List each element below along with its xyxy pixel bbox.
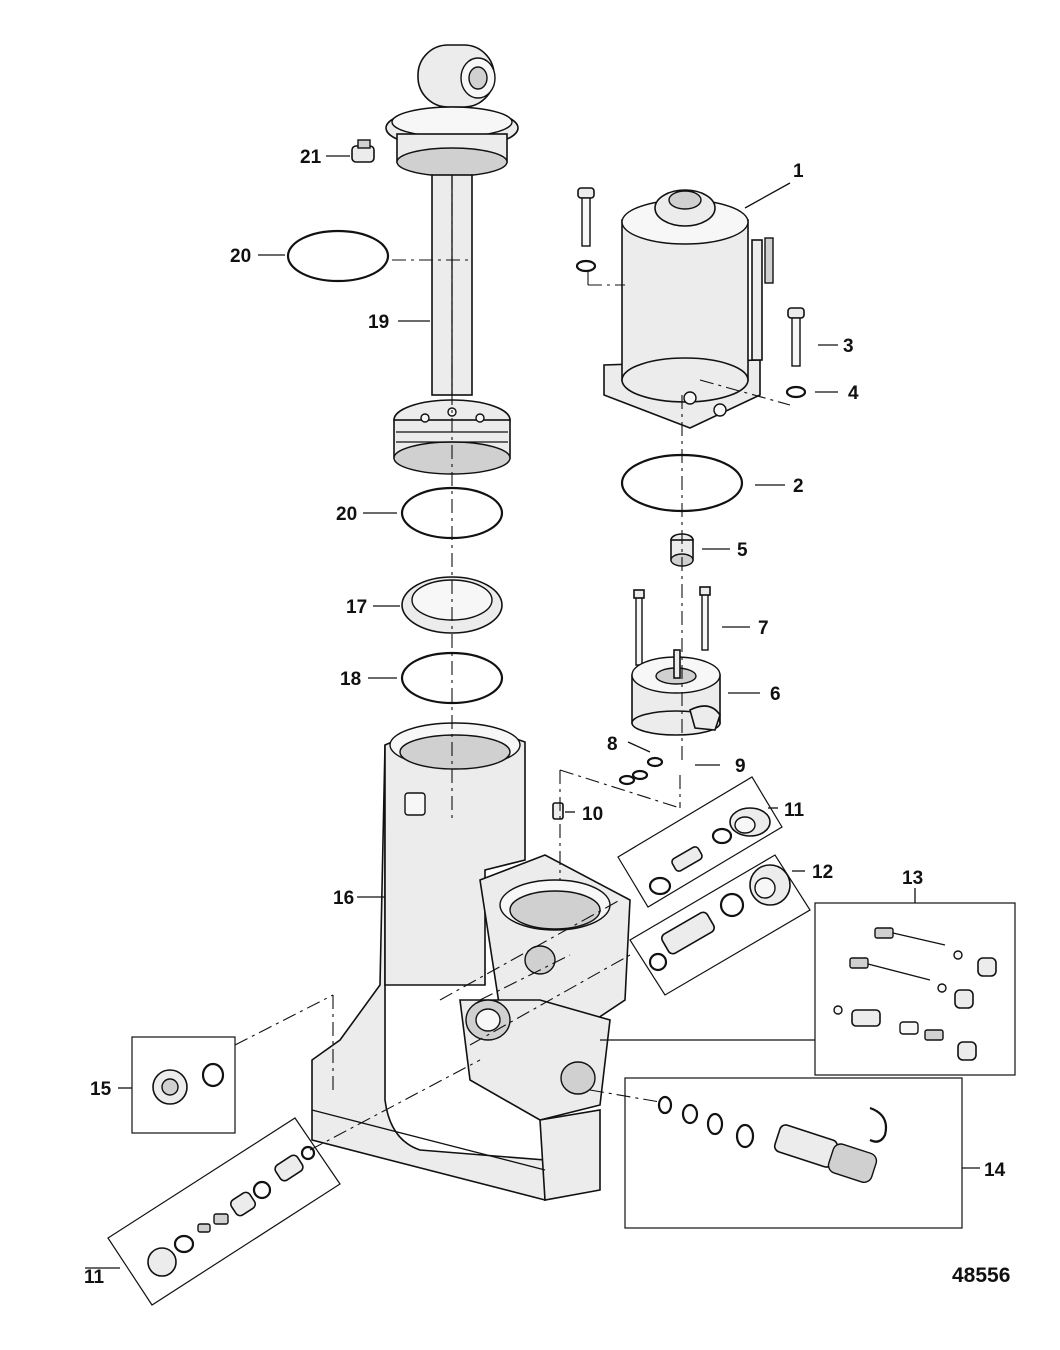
- callout-16: 16: [333, 888, 354, 909]
- assembly-15: [131, 1036, 236, 1134]
- callout-8: 8: [607, 734, 618, 755]
- callout-13: 13: [902, 868, 923, 889]
- centerlines: [234, 175, 791, 1151]
- callout-7: 7: [758, 618, 769, 639]
- trim-cylinder-rod-assembly: [385, 44, 519, 475]
- seal-part-8b: [618, 774, 636, 786]
- assembly-11-upper: [617, 776, 783, 908]
- assembly-13: [814, 902, 1016, 1076]
- figure-number: 48556: [952, 1264, 1010, 1287]
- callout-12: 12: [812, 862, 833, 883]
- washer-part-4: [785, 385, 807, 399]
- filter-part-10: [552, 802, 564, 820]
- callout-9: 9: [735, 756, 746, 777]
- trim-motor-1: [603, 189, 774, 429]
- assembly-12: [629, 854, 811, 996]
- callout-21: 21: [300, 147, 322, 168]
- screws-part-7: [633, 586, 711, 666]
- o-ring-upper-20: [286, 229, 390, 283]
- callout-10: 10: [582, 804, 603, 825]
- seal-part-9: [646, 756, 664, 768]
- assembly-11-lower: [107, 1117, 341, 1306]
- washer-left-motor: [575, 259, 597, 273]
- callout-20-upper: 20: [230, 246, 251, 267]
- plug-part-21: [351, 139, 375, 163]
- callout-19: 19: [368, 312, 389, 333]
- screw-part-3: [787, 307, 805, 367]
- seal-part-8a: [631, 769, 649, 781]
- callout-14: 14: [984, 1160, 1006, 1181]
- callout-17: 17: [346, 597, 367, 618]
- callout-1: 1: [793, 161, 804, 182]
- callout-18: 18: [340, 669, 361, 690]
- callout-11-lower: 11: [84, 1267, 105, 1288]
- screw-left-motor: [577, 187, 595, 247]
- callout-11-upper: 11: [784, 800, 805, 821]
- callout-6: 6: [770, 684, 781, 705]
- callout-5: 5: [737, 540, 748, 561]
- pump-housing-16: [311, 722, 631, 1202]
- leader-lines: [85, 155, 980, 1269]
- pump-part-6: [631, 649, 721, 736]
- callout-4: 4: [848, 383, 859, 404]
- assembly-14: [624, 1077, 963, 1229]
- callout-20-lower: 20: [336, 504, 357, 525]
- callout-3: 3: [843, 336, 854, 357]
- callout-2: 2: [793, 476, 804, 497]
- callout-15: 15: [90, 1079, 112, 1100]
